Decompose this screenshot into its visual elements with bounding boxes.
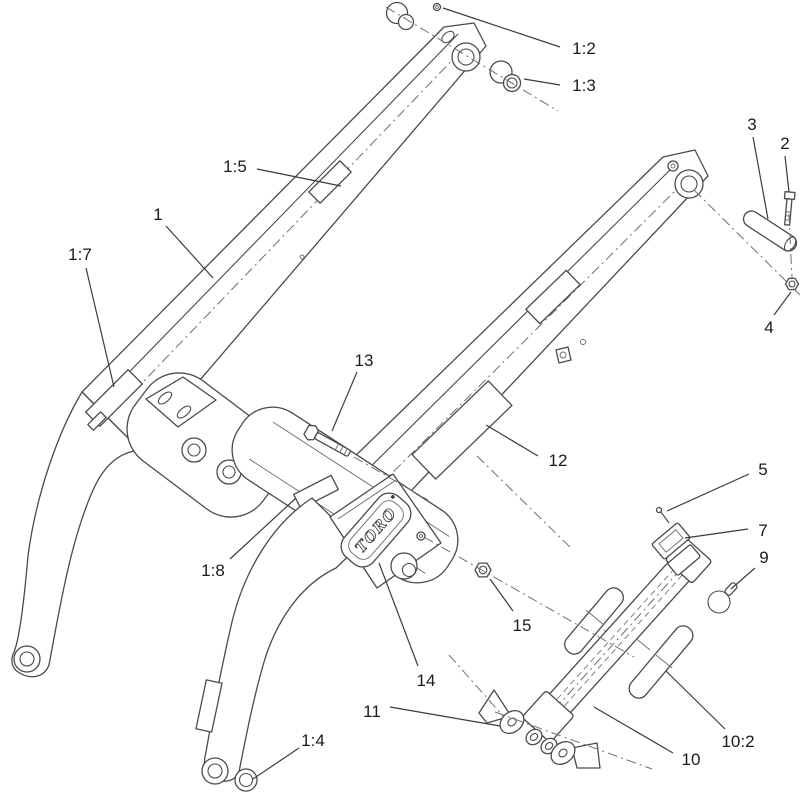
callout-10: 10 [682,750,701,769]
decal-arm-right-lower [411,380,513,480]
callout-1-7: 1:7 [68,245,92,264]
nut-15 [474,562,492,578]
arm-right-leg [195,497,361,785]
loader-arm-right [311,149,709,546]
assembly-axes [353,189,800,770]
stand-assembly-10 [522,506,738,743]
callout-15: 15 [513,616,532,635]
decal-1-5 [308,160,352,204]
callout-1-5: 1:5 [223,157,247,176]
latch-bracket-7 [651,522,691,560]
decal-1-8 [293,474,339,510]
stabilizer-pad-left [564,587,624,655]
arm-left-tip-boss [451,42,481,72]
arm-right-eye [201,757,229,785]
clevis-lug [525,728,543,746]
arm-left-eye [13,645,41,673]
callout-12: 12 [549,451,568,470]
grease-fitting-1-2 [432,2,442,12]
stabilizer-pad-right [628,625,694,699]
washer-11b [550,741,576,765]
leader-lines [85,7,792,780]
cover-plate-14: TORO [329,473,442,589]
callout-4: 4 [764,318,773,337]
callout-labels: 1 2 3 4 5 7 9 10 10:2 11 12 13 14 15 1:2… [68,39,790,769]
callout-1-2: 1:2 [572,39,596,58]
callout-13: 13 [355,351,374,370]
callout-2: 2 [780,134,789,153]
arm-right-tip-boss [674,169,704,199]
hook-tab [555,346,572,364]
callout-14: 14 [417,671,436,690]
washer-11 [499,710,525,734]
bolt-2 [783,190,796,226]
callout-1-3: 1:3 [572,76,596,95]
cotter-pin-5 [655,506,670,524]
callout-3: 3 [747,115,756,134]
callout-1: 1 [153,205,162,224]
decal-leg [195,679,223,733]
bolt-13 [303,424,351,457]
callout-10-2: 10:2 [721,732,754,751]
bushing-upper-left [385,1,415,31]
callout-5: 5 [758,460,767,479]
arm-left-leg [11,391,141,678]
bushing-1-3 [489,60,522,93]
loader-arm-left [11,22,487,678]
pin-3 [742,210,798,252]
callout-7: 7 [758,521,767,540]
callout-11: 11 [363,702,381,721]
callout-9: 9 [759,548,768,567]
nut-4 [784,277,800,291]
bushing-1-4 [234,768,258,792]
callout-1-8: 1:8 [201,561,225,580]
pivot-bracket-plate [145,376,217,428]
decal-arm-right-upper [525,269,581,325]
toro-badge: TORO [340,492,412,568]
callout-1-4: 1:4 [301,731,325,750]
